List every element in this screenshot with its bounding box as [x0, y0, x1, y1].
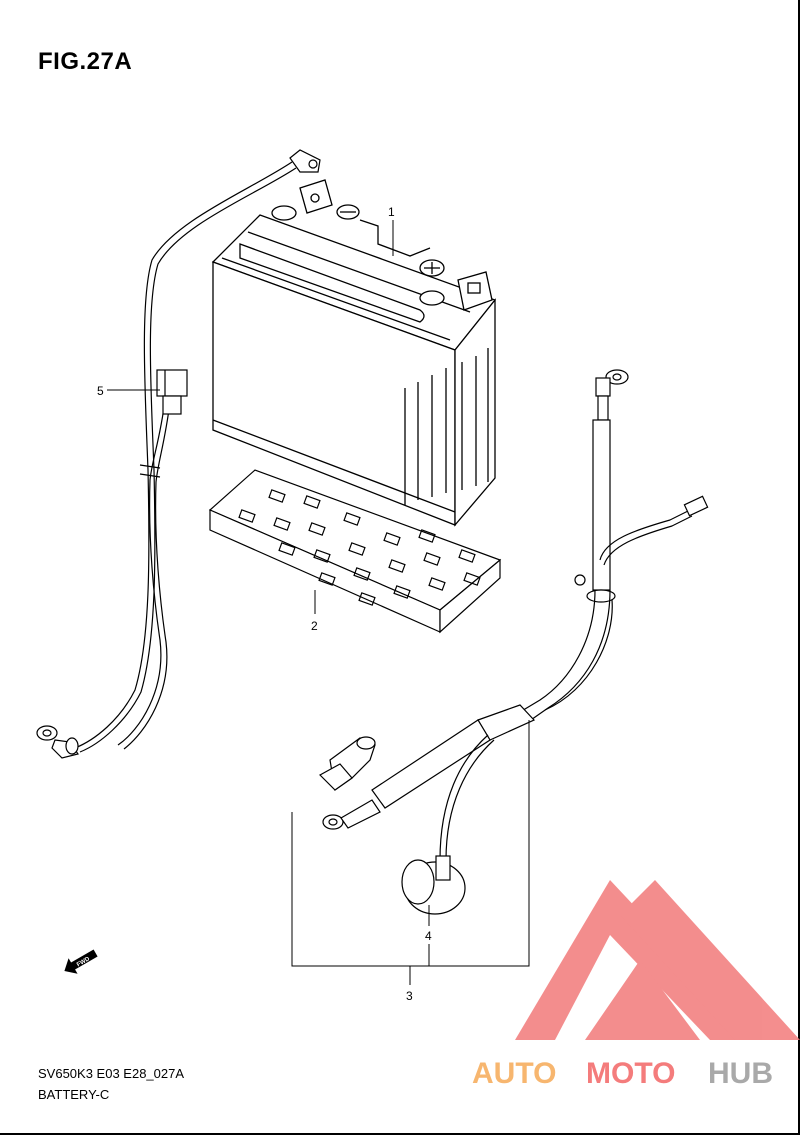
callout-2: 2	[311, 619, 318, 633]
callout-3: 3	[406, 989, 413, 1003]
callout-leaders	[107, 220, 530, 985]
callout-5: 5	[97, 384, 104, 398]
callout-1: 1	[388, 205, 395, 219]
callout-4: 4	[425, 929, 432, 943]
negative-cable-part	[36, 149, 321, 759]
battery-tray-part	[208, 469, 502, 634]
section-name: BATTERY-C	[38, 1087, 110, 1102]
battery-part	[211, 179, 497, 527]
watermark-part-1: AUTO	[472, 1057, 556, 1090]
fwd-arrow-icon: FWD	[64, 949, 98, 974]
positive-cable-part	[319, 369, 709, 915]
watermark-part-3: HUB	[708, 1057, 773, 1090]
watermark-text: AUTO MOTO HUB	[472, 1057, 773, 1090]
watermark-logo-icon	[515, 880, 800, 1040]
figure-title: FIG.27A	[38, 48, 133, 75]
watermark-part-2: MOTO	[586, 1057, 675, 1090]
model-code: SV650K3 E03 E28_027A	[38, 1066, 185, 1081]
